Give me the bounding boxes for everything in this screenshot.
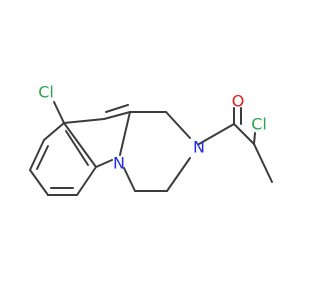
bond-c9-cl1 (53, 101, 65, 124)
bond-carbonyl-chcl (233, 123, 255, 145)
bond-chcl-methyl (253, 143, 273, 183)
bond-chcl-cl2 (253, 132, 256, 145)
nitrogen-atom-label: N (113, 154, 125, 173)
molecule-structure-diagram: Cl N N O Cl (29, 83, 273, 196)
bond-pip-n2-ch2b (166, 157, 191, 192)
bond-pyrrole-c2-n1 (119, 111, 131, 156)
oxygen-atom-label: O (232, 92, 245, 111)
bond-pyrrole-c3-c2 (103, 111, 131, 120)
bond-benzene-c9-c8 (43, 122, 65, 141)
bond-benzene-double-1 (36, 145, 49, 170)
bond-pyrrole-c9a-c3 (63, 118, 105, 124)
chlorine-atom-label: Cl (38, 83, 54, 102)
bond-benzene-c4a-c9a (63, 122, 97, 168)
bond-n2-carbonyl (198, 123, 235, 145)
bond-benzene-c5-c4a (76, 166, 97, 196)
bond-pip-ch2a-n2 (165, 111, 191, 139)
bond-benzene-c7-c6 (29, 169, 49, 196)
bond-pyrrole-c3-c2-double (105, 104, 129, 113)
chlorine-atom-label: Cl (251, 115, 267, 134)
bond-pip-ch2c-n1 (123, 167, 136, 192)
nitrogen-atom-label: N (193, 138, 205, 157)
bond-benzene-c8-c7 (29, 139, 45, 171)
bond-pyrrole-c4a-n1 (95, 159, 113, 168)
bond-benzene-double-3 (65, 130, 89, 166)
